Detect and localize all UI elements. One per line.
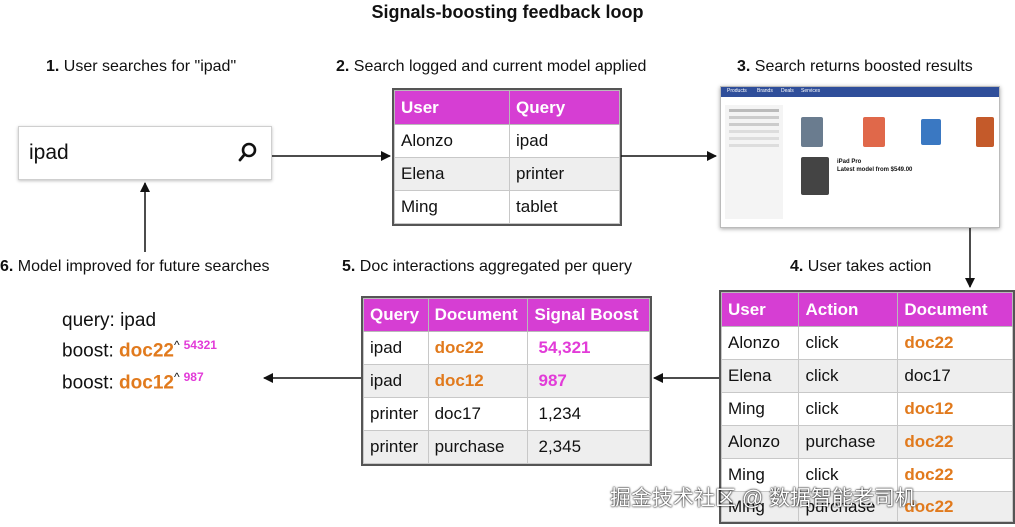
model-query: query: ipad	[62, 310, 157, 331]
col-header: User	[720, 292, 800, 327]
product-thumb	[863, 117, 885, 147]
step-2-label: 2. Search logged and current model appli…	[336, 58, 647, 75]
screenshot-nav-bar: Products Brands Deals Services	[721, 87, 999, 97]
search-results-screenshot: Products Brands Deals Services iPad Pro …	[720, 86, 1000, 228]
watermark: 掘金技术社区 @ 数据智能老司机	[610, 487, 916, 510]
search-input-value[interactable]: ipad	[29, 141, 69, 164]
col-header: Query	[363, 298, 429, 332]
product-hero-image	[801, 157, 829, 195]
col-header: Document	[427, 298, 529, 332]
product-sub: Latest model from $549.00	[837, 167, 913, 173]
col-header: Signal Boost	[527, 298, 650, 332]
step-4-label: 4. User takes action	[790, 258, 932, 275]
col-header: Query	[509, 90, 620, 125]
model-boost-2: boost: doc12^987	[62, 370, 204, 394]
model-boost-1: boost: doc22^54321	[62, 338, 217, 362]
diagram-title: Signals-boosting feedback loop	[371, 2, 644, 22]
product-name: iPad Pro	[837, 159, 862, 165]
col-header: Document	[897, 292, 1013, 327]
step-5-label: 5. Doc interactions aggregated per query	[342, 258, 632, 275]
screenshot-sidebar	[725, 105, 783, 219]
product-thumb	[921, 119, 941, 145]
step-6-label: 6. Model improved for future searches	[0, 258, 270, 275]
search-icon[interactable]	[237, 141, 259, 163]
product-thumb	[801, 117, 823, 147]
step-1-label: 1. User searches for "ipad"	[46, 58, 237, 75]
search-box[interactable]: ipad	[18, 126, 272, 180]
col-header: User	[393, 90, 511, 125]
step-3-label: 3. Search returns boosted results	[737, 58, 973, 75]
product-thumb	[976, 117, 994, 147]
col-header: Action	[798, 292, 899, 327]
